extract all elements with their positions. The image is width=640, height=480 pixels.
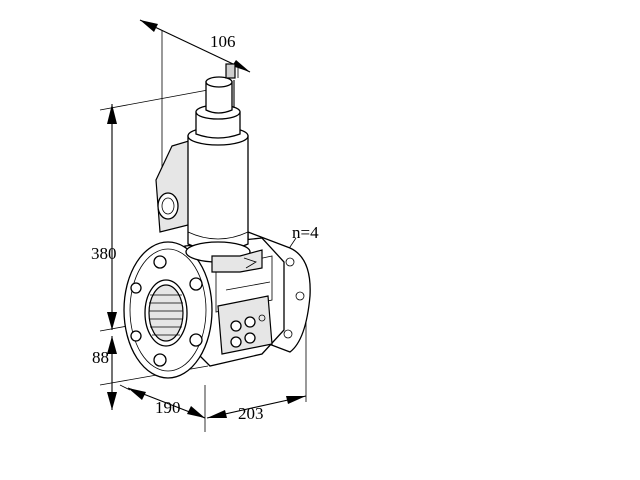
dim-106-label: 106 [210, 32, 236, 51]
top-cap [205, 81, 233, 114]
bolt-count-label: n=4 [292, 223, 319, 242]
dim-203-label: 203 [238, 404, 264, 423]
dim-190-label: 190 [155, 398, 181, 417]
dimension-lines [99, 19, 307, 432]
actuator [155, 63, 263, 273]
dim-88-label: 88 [92, 348, 109, 367]
side-housing [155, 139, 193, 233]
dim-380-label: 380 [91, 244, 117, 263]
valve-body [123, 231, 311, 379]
strainer-mesh [149, 294, 183, 336]
actuator-plate [217, 295, 273, 355]
main-cylinder [187, 135, 249, 252]
